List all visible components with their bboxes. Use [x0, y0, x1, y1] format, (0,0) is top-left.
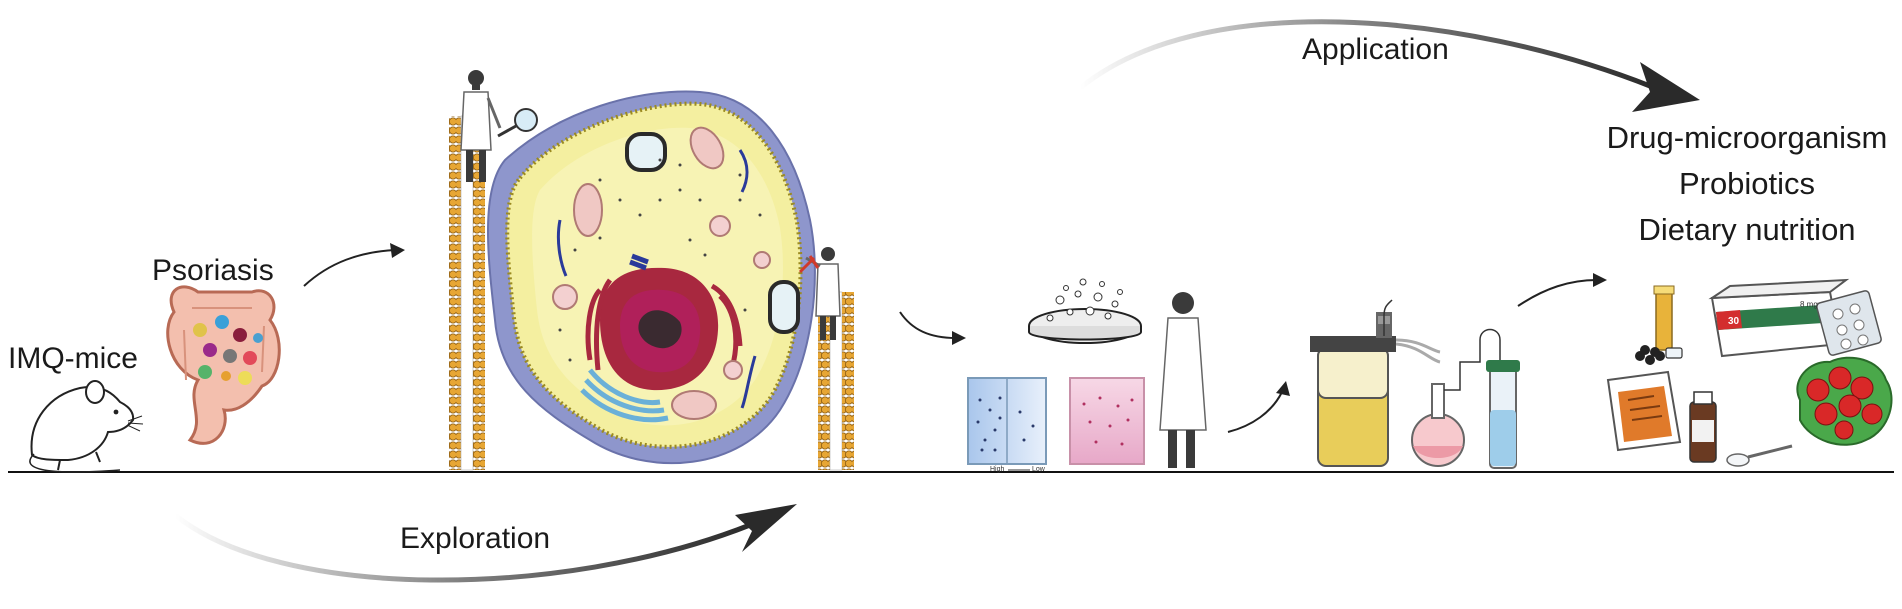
cell-illustration [487, 90, 816, 465]
pill-box-count: 30 [1728, 316, 1740, 327]
flow-arrow-4 [1517, 273, 1607, 307]
capsules [1635, 345, 1683, 365]
diffusion-tank-pink [1069, 377, 1145, 465]
cell-golgi [580, 368, 669, 423]
food-plate [1796, 356, 1893, 446]
spoon-icon [1726, 444, 1793, 467]
flow-arrow-3 [1227, 381, 1290, 433]
cell-mitochondrion [573, 183, 603, 237]
round-flask [1411, 383, 1465, 467]
intestine-illustration [166, 285, 281, 445]
outcome-drug-microorganism: Drug-microorganism [1606, 120, 1888, 155]
scientist-figure-top [460, 70, 502, 182]
flow-arrow-2 [899, 311, 966, 345]
membrane-bilayer-left [449, 115, 485, 471]
magnifier-icon [497, 108, 538, 138]
cell-centrosome [629, 253, 649, 271]
outcome-probiotics: Probiotics [1678, 166, 1816, 201]
diffusion-tank-blue [967, 377, 1047, 465]
culture-tube [1486, 360, 1520, 469]
pill-box [1708, 278, 1850, 358]
syrup-bottle [1689, 391, 1717, 463]
label-application: Application [1302, 33, 1449, 66]
pill-box-dose: 8 mg [1800, 300, 1818, 309]
cell-nucleus [600, 267, 719, 391]
mouse-illustration [29, 380, 144, 473]
vial-yellow [1653, 285, 1675, 351]
powder-sachet [1606, 370, 1682, 452]
application-arc-arrow [1078, 19, 1700, 112]
gradient-low-label: Low [1032, 466, 1045, 473]
fermenter-apparatus [1310, 299, 1441, 467]
exploration-arc-arrow [173, 504, 797, 583]
probe-tool-icon [798, 255, 820, 274]
blister-pack [1816, 290, 1882, 356]
gradient-high-label: High [990, 466, 1005, 473]
cell-vacuole [625, 132, 667, 172]
cell-endoplasmic-reticulum [585, 278, 743, 371]
flow-arrow-1 [303, 243, 405, 287]
tubing-line [1444, 328, 1501, 391]
label-psoriasis: Psoriasis [152, 254, 274, 287]
outcome-dietary-nutrition: Dietary nutrition [1638, 212, 1856, 247]
petri-dish [1028, 278, 1142, 344]
label-exploration: Exploration [400, 522, 551, 555]
label-imq-mice: IMQ-mice [8, 342, 138, 375]
scientist-figure-standing [1159, 292, 1207, 468]
scientist-figure-right [805, 247, 841, 340]
